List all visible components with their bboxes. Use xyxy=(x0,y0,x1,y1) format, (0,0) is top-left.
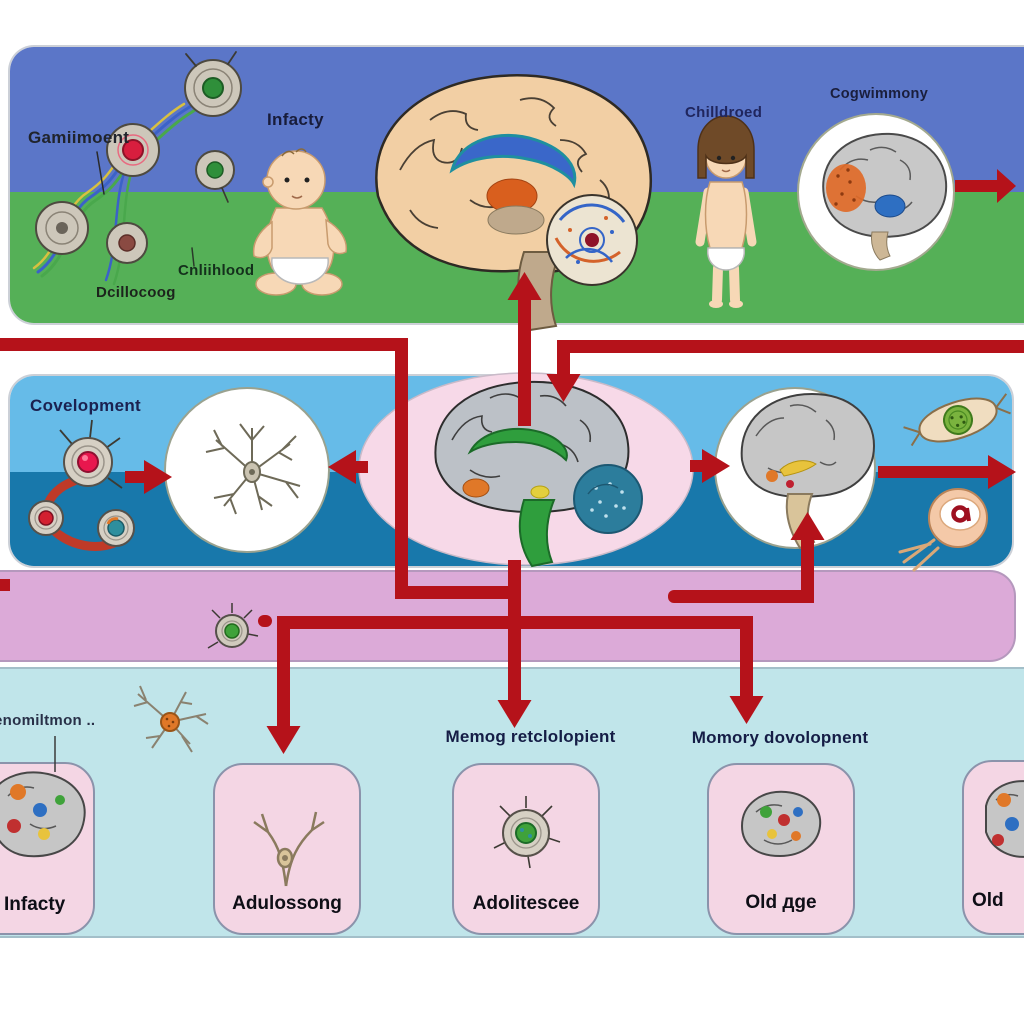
brain-sagittal-large xyxy=(375,74,653,332)
label-childhood-green: Cnliihlood xyxy=(178,262,255,279)
cell xyxy=(97,509,135,547)
brain-circle-right xyxy=(714,387,876,550)
arrowhead-right xyxy=(702,449,730,483)
header-memory-development-right: Momory dovolopnent xyxy=(691,728,869,747)
label-infancy-top: Infacty xyxy=(267,110,324,129)
child-figure xyxy=(695,115,757,308)
baby-figure xyxy=(252,148,348,296)
cell xyxy=(106,123,160,177)
arrow-line xyxy=(557,340,570,374)
card-label-old-age: Old дge xyxy=(745,892,817,913)
label-gamiimoent: Gamiimoent xyxy=(28,128,130,147)
yellow-structure xyxy=(779,460,817,477)
arrow-line xyxy=(801,540,814,603)
card-round-cell xyxy=(493,796,561,869)
flow-arrows xyxy=(0,169,1024,754)
neuron-circle xyxy=(164,387,330,553)
cell xyxy=(28,500,64,536)
arrow-line xyxy=(395,586,515,599)
arrowhead-down xyxy=(497,700,532,728)
card-adolescence xyxy=(452,763,600,935)
arrowhead-down xyxy=(729,696,764,724)
arrow-line xyxy=(955,180,997,192)
label-cognition: Cogwimmony xyxy=(830,86,929,102)
arrow-line xyxy=(277,616,290,728)
card-label-old-age-2: Old xyxy=(972,890,1004,911)
card-label-adolescence: Adolitescee xyxy=(472,893,580,914)
arrowhead-right xyxy=(997,169,1016,203)
green-brainstem xyxy=(518,499,556,568)
arrow-stub xyxy=(0,579,10,591)
card-brain-old-age xyxy=(740,790,822,858)
green-structure xyxy=(467,428,568,462)
arrowhead-down xyxy=(266,726,301,754)
card-brain-infancy xyxy=(0,771,86,858)
arrow-line xyxy=(668,590,808,603)
thalamus xyxy=(487,205,545,235)
cell xyxy=(106,222,148,264)
orange-stipple-region xyxy=(826,164,866,212)
spindle-cell xyxy=(903,393,1011,447)
cell xyxy=(59,419,123,489)
label-development-green: Dcillocoog xyxy=(96,284,176,301)
leader-line xyxy=(96,151,105,195)
card-label-adulthood: Adulossong xyxy=(232,893,342,914)
arrowhead-down xyxy=(546,374,581,402)
arrow-line xyxy=(277,616,753,629)
cell xyxy=(35,201,89,255)
cell xyxy=(195,150,235,203)
cerebellum xyxy=(546,194,638,286)
brain-ellipse xyxy=(358,372,694,568)
arrowhead-up xyxy=(507,272,542,300)
blue-region xyxy=(874,194,906,218)
arrow-line xyxy=(0,338,408,351)
cognition-brain-circle xyxy=(797,113,955,271)
leader-line xyxy=(191,247,195,267)
label-annotation: enomiltmon .. xyxy=(0,712,96,729)
card-brain-partial xyxy=(985,780,1024,858)
small-cell-pink-band xyxy=(207,603,259,649)
teal-cerebellum xyxy=(573,464,643,534)
ganglion-cell xyxy=(898,488,988,572)
arrow-line xyxy=(566,340,1024,353)
arrow-line xyxy=(740,616,753,698)
arrow-cap xyxy=(258,615,272,627)
arrow-line xyxy=(508,560,521,702)
label-development-mid: Covelopment xyxy=(30,396,141,415)
cell-cluster xyxy=(28,419,135,551)
arrowhead-right xyxy=(988,455,1016,489)
arrow-line xyxy=(878,466,996,478)
arrowhead-left xyxy=(328,450,356,484)
arrow-line xyxy=(395,338,408,599)
arrowhead-right xyxy=(144,460,172,494)
child-hair xyxy=(697,115,755,179)
card-label-infancy: Infacty xyxy=(4,894,66,915)
arrowhead-up xyxy=(790,512,825,540)
cell xyxy=(184,51,242,117)
small-neuron-cyan-band xyxy=(54,685,209,772)
label-childhood: Chilldroed xyxy=(685,104,763,121)
corpus-callosum xyxy=(449,133,577,189)
header-memory-development-left: Memog retclolopient xyxy=(445,727,616,746)
card-neuron-branch xyxy=(253,811,325,887)
arrow-line xyxy=(518,300,531,426)
neuron-cell-chain xyxy=(32,51,242,286)
